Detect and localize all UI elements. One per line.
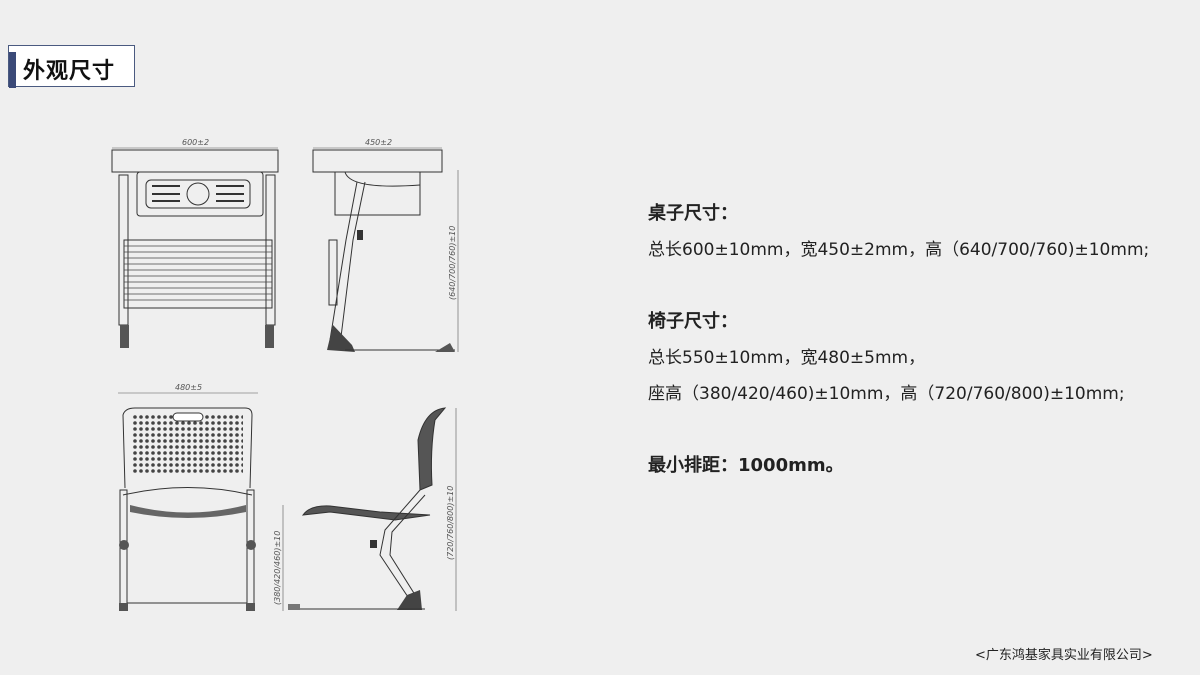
- chair-side-view: (380/420/460)±10 (720/760/800)±10: [273, 407, 457, 611]
- desk-width-dimension: 600±2: [182, 138, 209, 147]
- desk-height-dimension: (640/700/760)±10: [448, 226, 457, 300]
- section-title: 外观尺寸: [23, 59, 116, 84]
- min-spacing-spec: 最小排距：1000mm。: [648, 455, 844, 476]
- chair-width-dimension: 480±5: [175, 383, 202, 392]
- chair-seat-height-dimension: (380/420/460)±10: [273, 531, 282, 605]
- desk-side-view: 450±2 (640/700/760)±10: [312, 138, 459, 352]
- chair-front-view: 480±5: [118, 383, 258, 611]
- chair-spec-line-1: 总长550±10mm，宽480±5mm，: [648, 348, 926, 368]
- chair-spec-heading: 椅子尺寸：: [648, 311, 738, 332]
- section-title-box: 外观尺寸: [8, 45, 135, 88]
- desk-spec-heading: 桌子尺寸：: [648, 203, 738, 224]
- chair-spec-line-2: 座高（380/420/460)±10mm，高（720/760/800)±10mm…: [648, 384, 1125, 404]
- desk-depth-dimension: 450±2: [365, 138, 392, 147]
- title-accent-bar: [9, 52, 16, 88]
- chair-height-dimension: (720/760/800)±10: [446, 486, 455, 560]
- desk-spec-line: 总长600±10mm，宽450±2mm，高（640/700/760)±10mm;: [648, 240, 1150, 260]
- desk-front-view: 600±2: [111, 138, 279, 348]
- company-footer: <广东鸿基家具实业有限公司>: [975, 648, 1153, 663]
